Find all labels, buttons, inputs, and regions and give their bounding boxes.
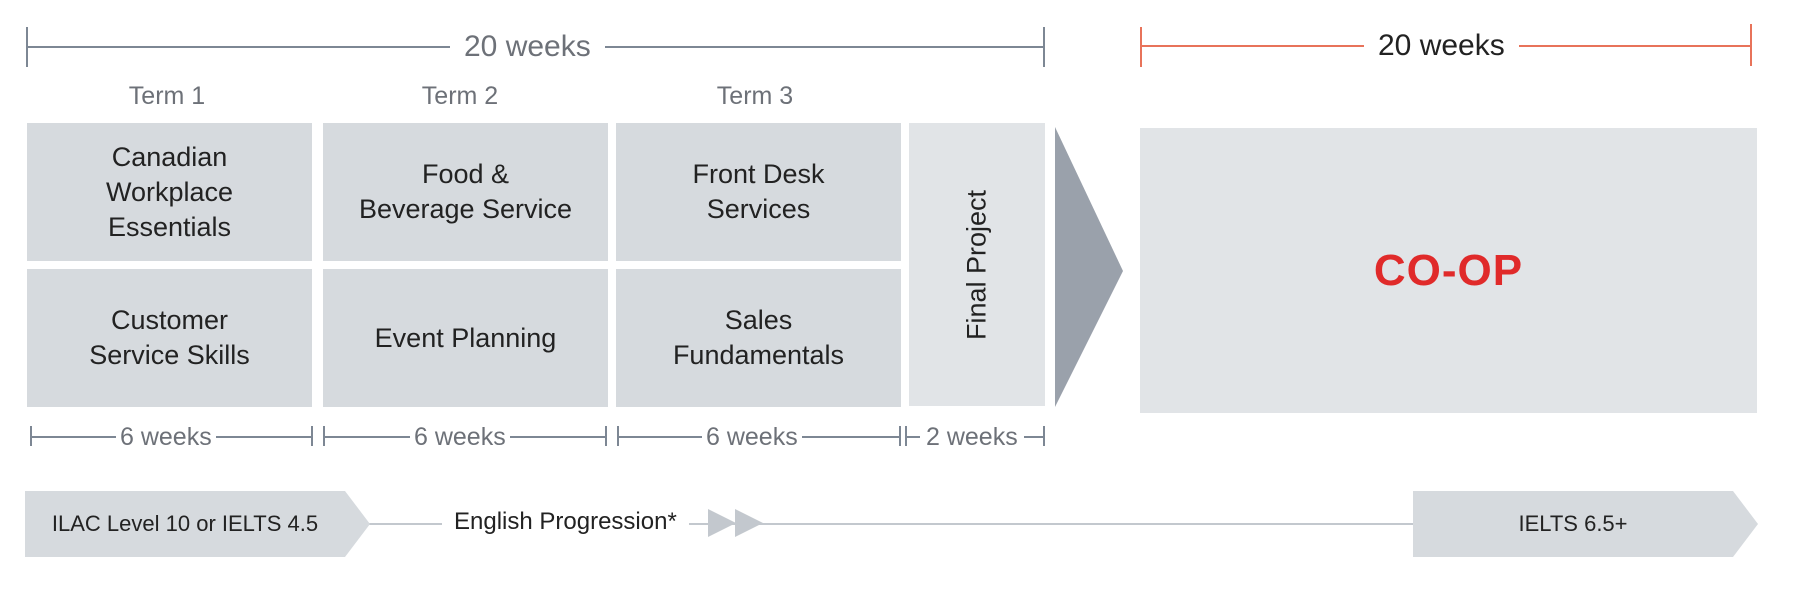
course-label: Front Desk Services [692,159,825,224]
bracket-tick-right [1750,24,1752,66]
course-label: Customer Service Skills [89,305,250,370]
course-front-desk-services: Front Desk Services [616,123,901,261]
course-food-beverage-service: Food & Beverage Service [323,123,608,261]
term-3-duration-label: 6 weeks [702,423,802,451]
transition-arrow-icon [1055,127,1123,407]
term-2-label: Term 2 [421,82,499,110]
start-level-pill-shape [25,491,370,557]
term-1-duration-label: 6 weeks [116,423,216,451]
fast-forward-icon [708,509,763,537]
course-label: Sales Fundamentals [672,305,845,370]
target-level-pill: IELTS 6.5+ [1413,491,1733,557]
final-project-box: Final Project [909,123,1045,406]
term-1-label: Term 1 [128,82,206,110]
course-label: Food & Beverage Service [358,159,573,224]
arrow-shape [1055,127,1123,407]
course-label: Canadian Workplace Essentials [105,141,234,242]
course-label: Event Planning [374,322,557,353]
target-level-label: IELTS 6.5+ [1518,511,1628,536]
coop-box: CO-OP [1140,128,1757,413]
bracket-tick [311,426,313,446]
bracket-tick [605,426,607,446]
coop-label: CO-OP [1373,245,1524,295]
program-duration-label: 20 weeks [450,30,605,64]
course-canadian-workplace-essentials: Canadian Workplace Essentials [27,123,312,261]
term-2-duration-label: 6 weeks [410,423,510,451]
start-level-pill: ILAC Level 10 or IELTS 4.5 [25,491,345,557]
english-progression-label: English Progression* [442,508,689,536]
bracket-tick-right [1043,27,1045,67]
course-sales-fundamentals: Sales Fundamentals [616,269,901,407]
target-level-pill-shape [1413,491,1758,557]
start-level-label: ILAC Level 10 or IELTS 4.5 [51,511,319,536]
progression-line [340,523,1420,525]
course-customer-service-skills: Customer Service Skills [27,269,312,407]
bracket-tick [1043,426,1045,446]
course-event-planning: Event Planning [323,269,608,407]
term-3-label: Term 3 [716,82,794,110]
bracket-tick-left [1140,27,1142,67]
coop-duration-label: 20 weeks [1364,29,1519,63]
bracket-tick [899,426,901,446]
final-project-label: Final Project [961,189,992,340]
final-project-duration-label: 2 weeks [920,423,1024,451]
